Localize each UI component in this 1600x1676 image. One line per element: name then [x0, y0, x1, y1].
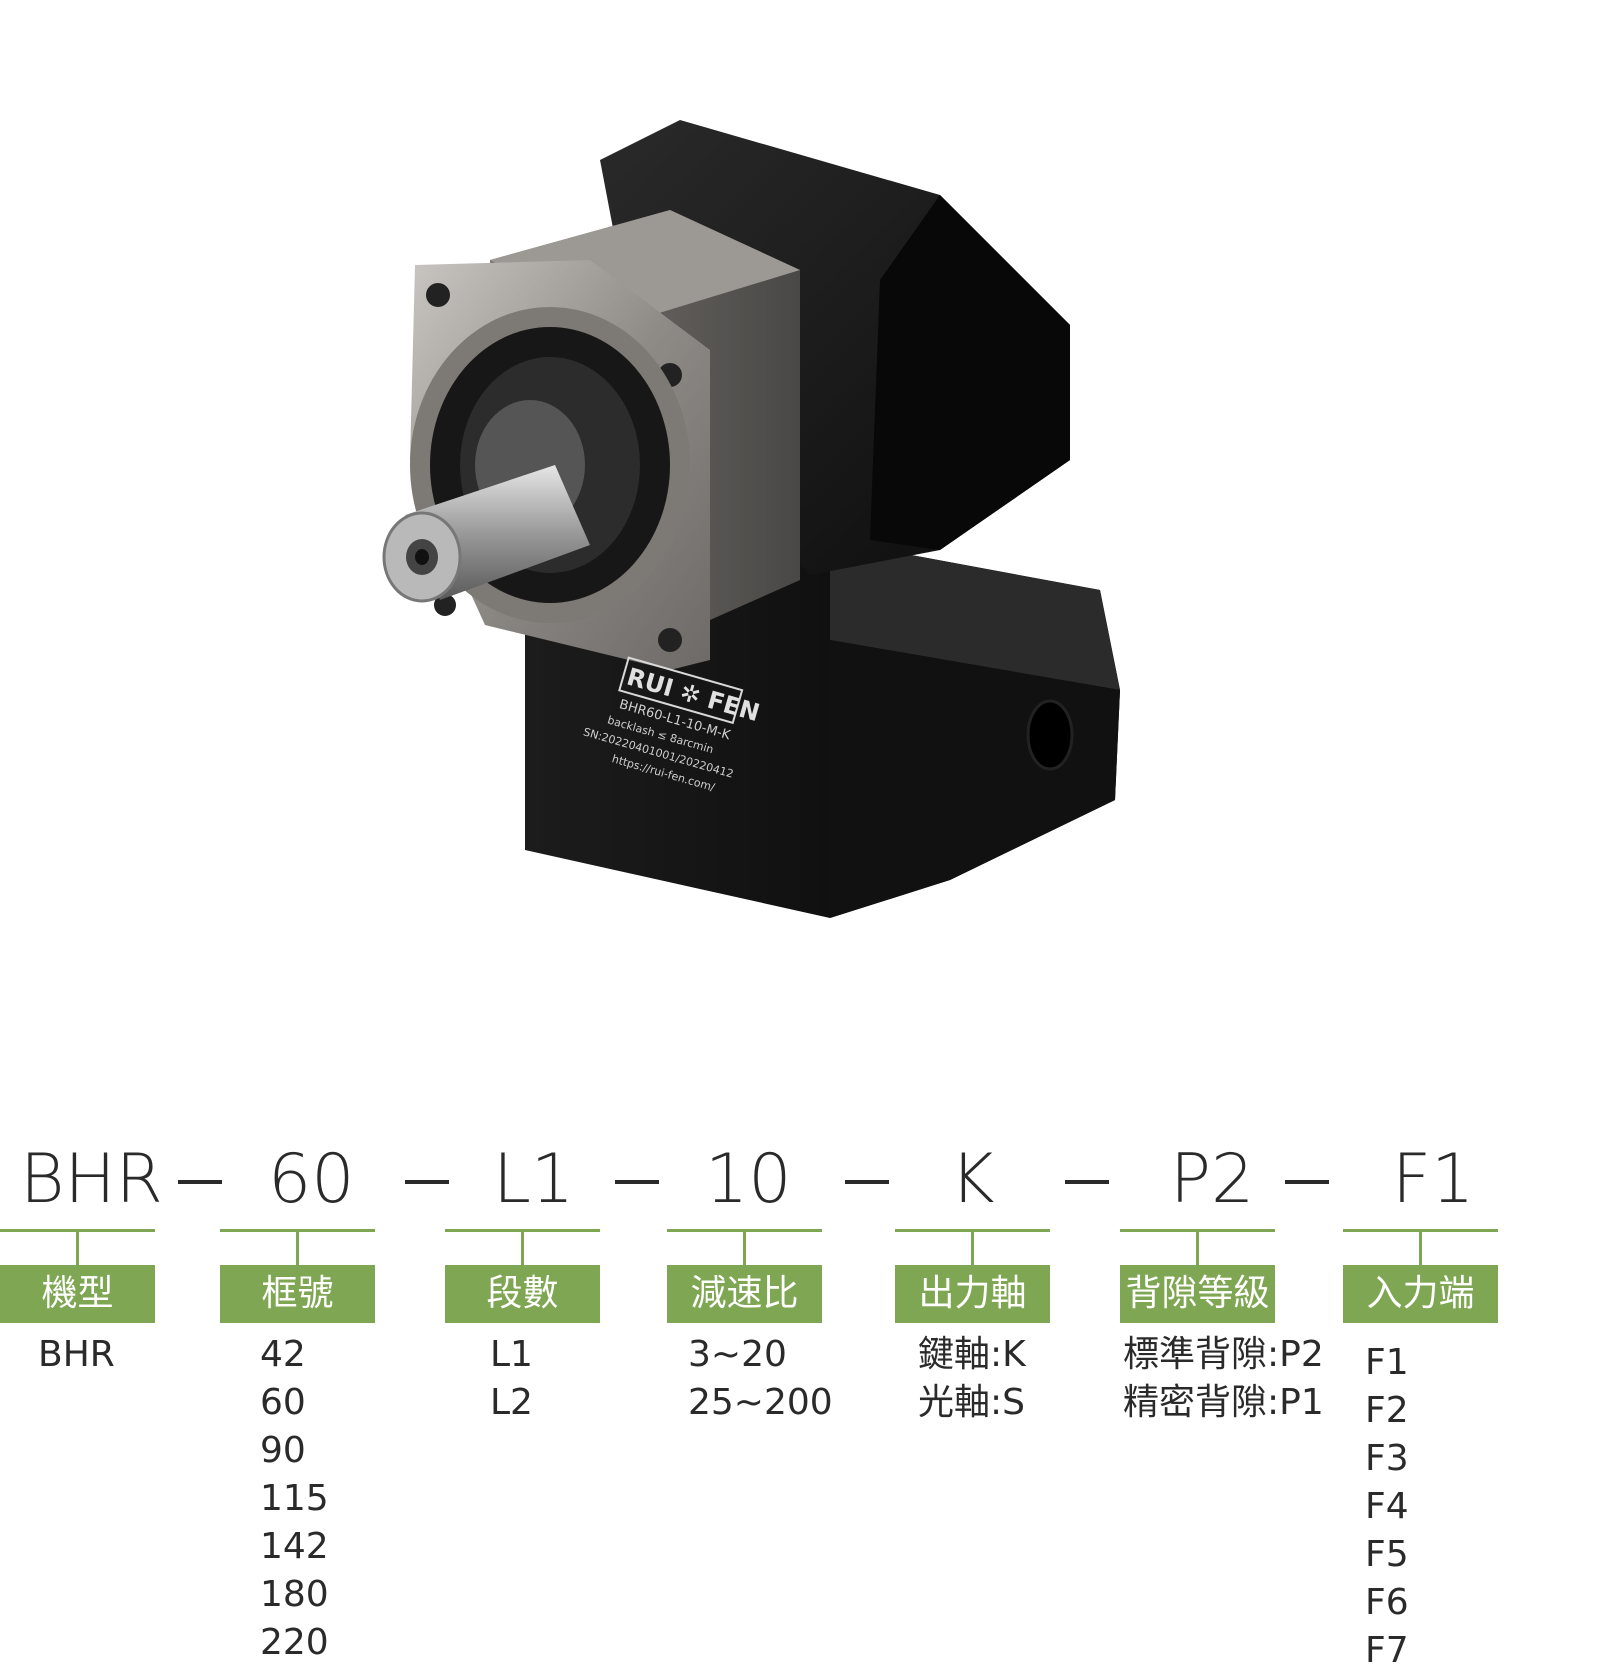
tick [743, 1231, 746, 1267]
separator-dash [1065, 1180, 1109, 1184]
tick [296, 1231, 299, 1267]
separator-dash [178, 1180, 222, 1184]
label-input: 入力端 [1343, 1265, 1498, 1323]
tick [521, 1231, 524, 1267]
code-model: BHR [20, 1140, 163, 1219]
option-item: 142 [260, 1526, 329, 1567]
option-item: 鍵軸:K [918, 1334, 1026, 1375]
option-item: 光軸:S [918, 1382, 1025, 1423]
underline [445, 1229, 600, 1232]
label-output-shaft: 出力軸 [895, 1265, 1050, 1323]
option-item: L1 [490, 1334, 533, 1375]
option-item: BHR [38, 1334, 115, 1375]
label-stages: 段數 [445, 1265, 600, 1323]
tick [1196, 1231, 1199, 1267]
option-item: F5 [1365, 1534, 1409, 1575]
label-frame-size: 框號 [220, 1265, 375, 1323]
option-item: 精密背隙:P1 [1123, 1382, 1324, 1423]
option-item: F3 [1365, 1438, 1409, 1479]
option-item: F7 [1365, 1630, 1409, 1671]
options-model-type: BHR [38, 1331, 115, 1379]
underline [895, 1229, 1050, 1232]
options-frame-size: 42 60 90 115 142 180 220 [260, 1331, 329, 1667]
options-ratio: 3~20 25~200 [688, 1331, 833, 1427]
gearbox-product-image: RUI ✲ FEN BHR60-L1-10-M-K backlash ≤ 8ar… [380, 120, 1200, 1000]
code-stage: L1 [493, 1140, 575, 1219]
option-item: L2 [490, 1382, 533, 1423]
output-shaft [382, 465, 590, 603]
tick [76, 1231, 79, 1267]
output-flange [410, 260, 710, 670]
underline [667, 1229, 822, 1232]
underline [0, 1229, 155, 1232]
option-item: 180 [260, 1574, 329, 1615]
code-frame: 60 [268, 1140, 355, 1219]
option-item: 3~20 [688, 1334, 787, 1375]
underline [220, 1229, 375, 1232]
label-model-type: 機型 [0, 1265, 155, 1323]
underline [1120, 1229, 1275, 1232]
option-item: 25~200 [688, 1382, 833, 1423]
option-item: F4 [1365, 1486, 1409, 1527]
label-ratio: 減速比 [667, 1265, 822, 1323]
options-output-shaft: 鍵軸:K 光軸:S [918, 1331, 1026, 1427]
underline [1343, 1229, 1498, 1232]
code-shaft: K [950, 1140, 995, 1219]
options-backlash: 標準背隙:P2 精密背隙:P1 [1123, 1331, 1324, 1427]
option-item: 220 [260, 1622, 329, 1663]
option-item: F6 [1365, 1582, 1409, 1623]
option-item: F1 [1365, 1342, 1409, 1383]
code-input: F1 [1392, 1140, 1475, 1219]
code-backlash: P2 [1170, 1140, 1255, 1219]
option-item: 60 [260, 1382, 306, 1423]
options-input: F1 F2 F3 F4 F5 F6 F7 [1365, 1339, 1409, 1675]
code-ratio: 10 [705, 1140, 792, 1219]
option-item: 115 [260, 1478, 329, 1519]
tick [971, 1231, 974, 1267]
option-item: F2 [1365, 1390, 1409, 1431]
separator-dash [615, 1180, 659, 1184]
separator-dash [1285, 1180, 1329, 1184]
separator-dash [405, 1180, 449, 1184]
tick [1419, 1231, 1422, 1267]
option-item: 90 [260, 1430, 306, 1471]
option-item: 42 [260, 1334, 306, 1375]
options-stages: L1 L2 [490, 1331, 533, 1427]
separator-dash [845, 1180, 889, 1184]
option-item: 標準背隙:P2 [1123, 1334, 1324, 1375]
label-backlash: 背隙等級 [1120, 1265, 1275, 1323]
